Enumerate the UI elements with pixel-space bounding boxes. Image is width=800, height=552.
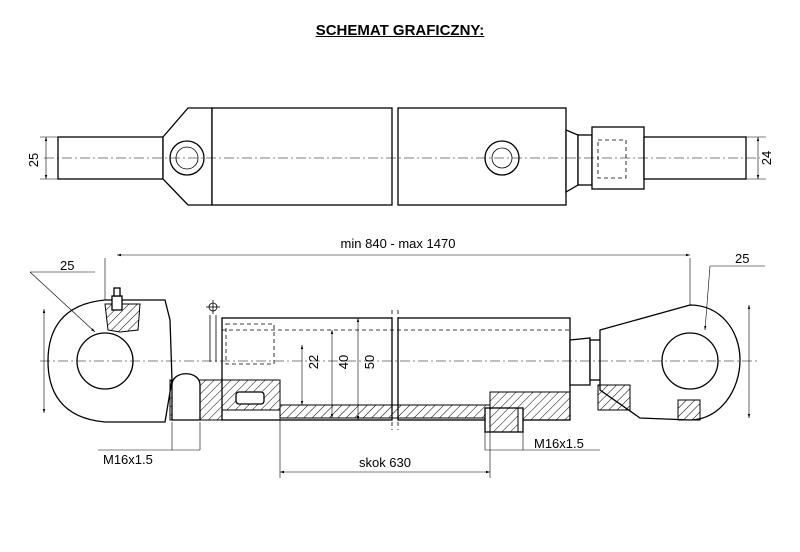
dim-length-range: min 840 - max 1470 (341, 236, 456, 251)
barrel-left (211, 107, 393, 206)
dim-port-left: M16x1.5 (103, 452, 153, 467)
dim-rod-dia: 22 (306, 355, 321, 369)
dim-piston-dia: 40 (336, 355, 351, 369)
dim-eye-left: 25 (60, 258, 74, 273)
barrel-right (397, 107, 567, 206)
dim-bore-dia: 50 (362, 355, 377, 369)
dim-eye-right: 25 (735, 251, 749, 266)
dim-top-left-pin: 25 (26, 153, 41, 167)
dim-port-right: M16x1.5 (534, 436, 584, 451)
drawing-title: SCHEMAT GRAFICZNY: (315, 22, 485, 39)
dim-stroke: skok 630 (359, 455, 411, 470)
rod-end-hex (591, 126, 645, 190)
top-view: 25 24 (26, 107, 774, 206)
dim-top-right-pin: 24 (759, 151, 774, 165)
section-view: min 840 - max 1470 25 25 22 40 50 M16x1.… (29, 236, 765, 478)
